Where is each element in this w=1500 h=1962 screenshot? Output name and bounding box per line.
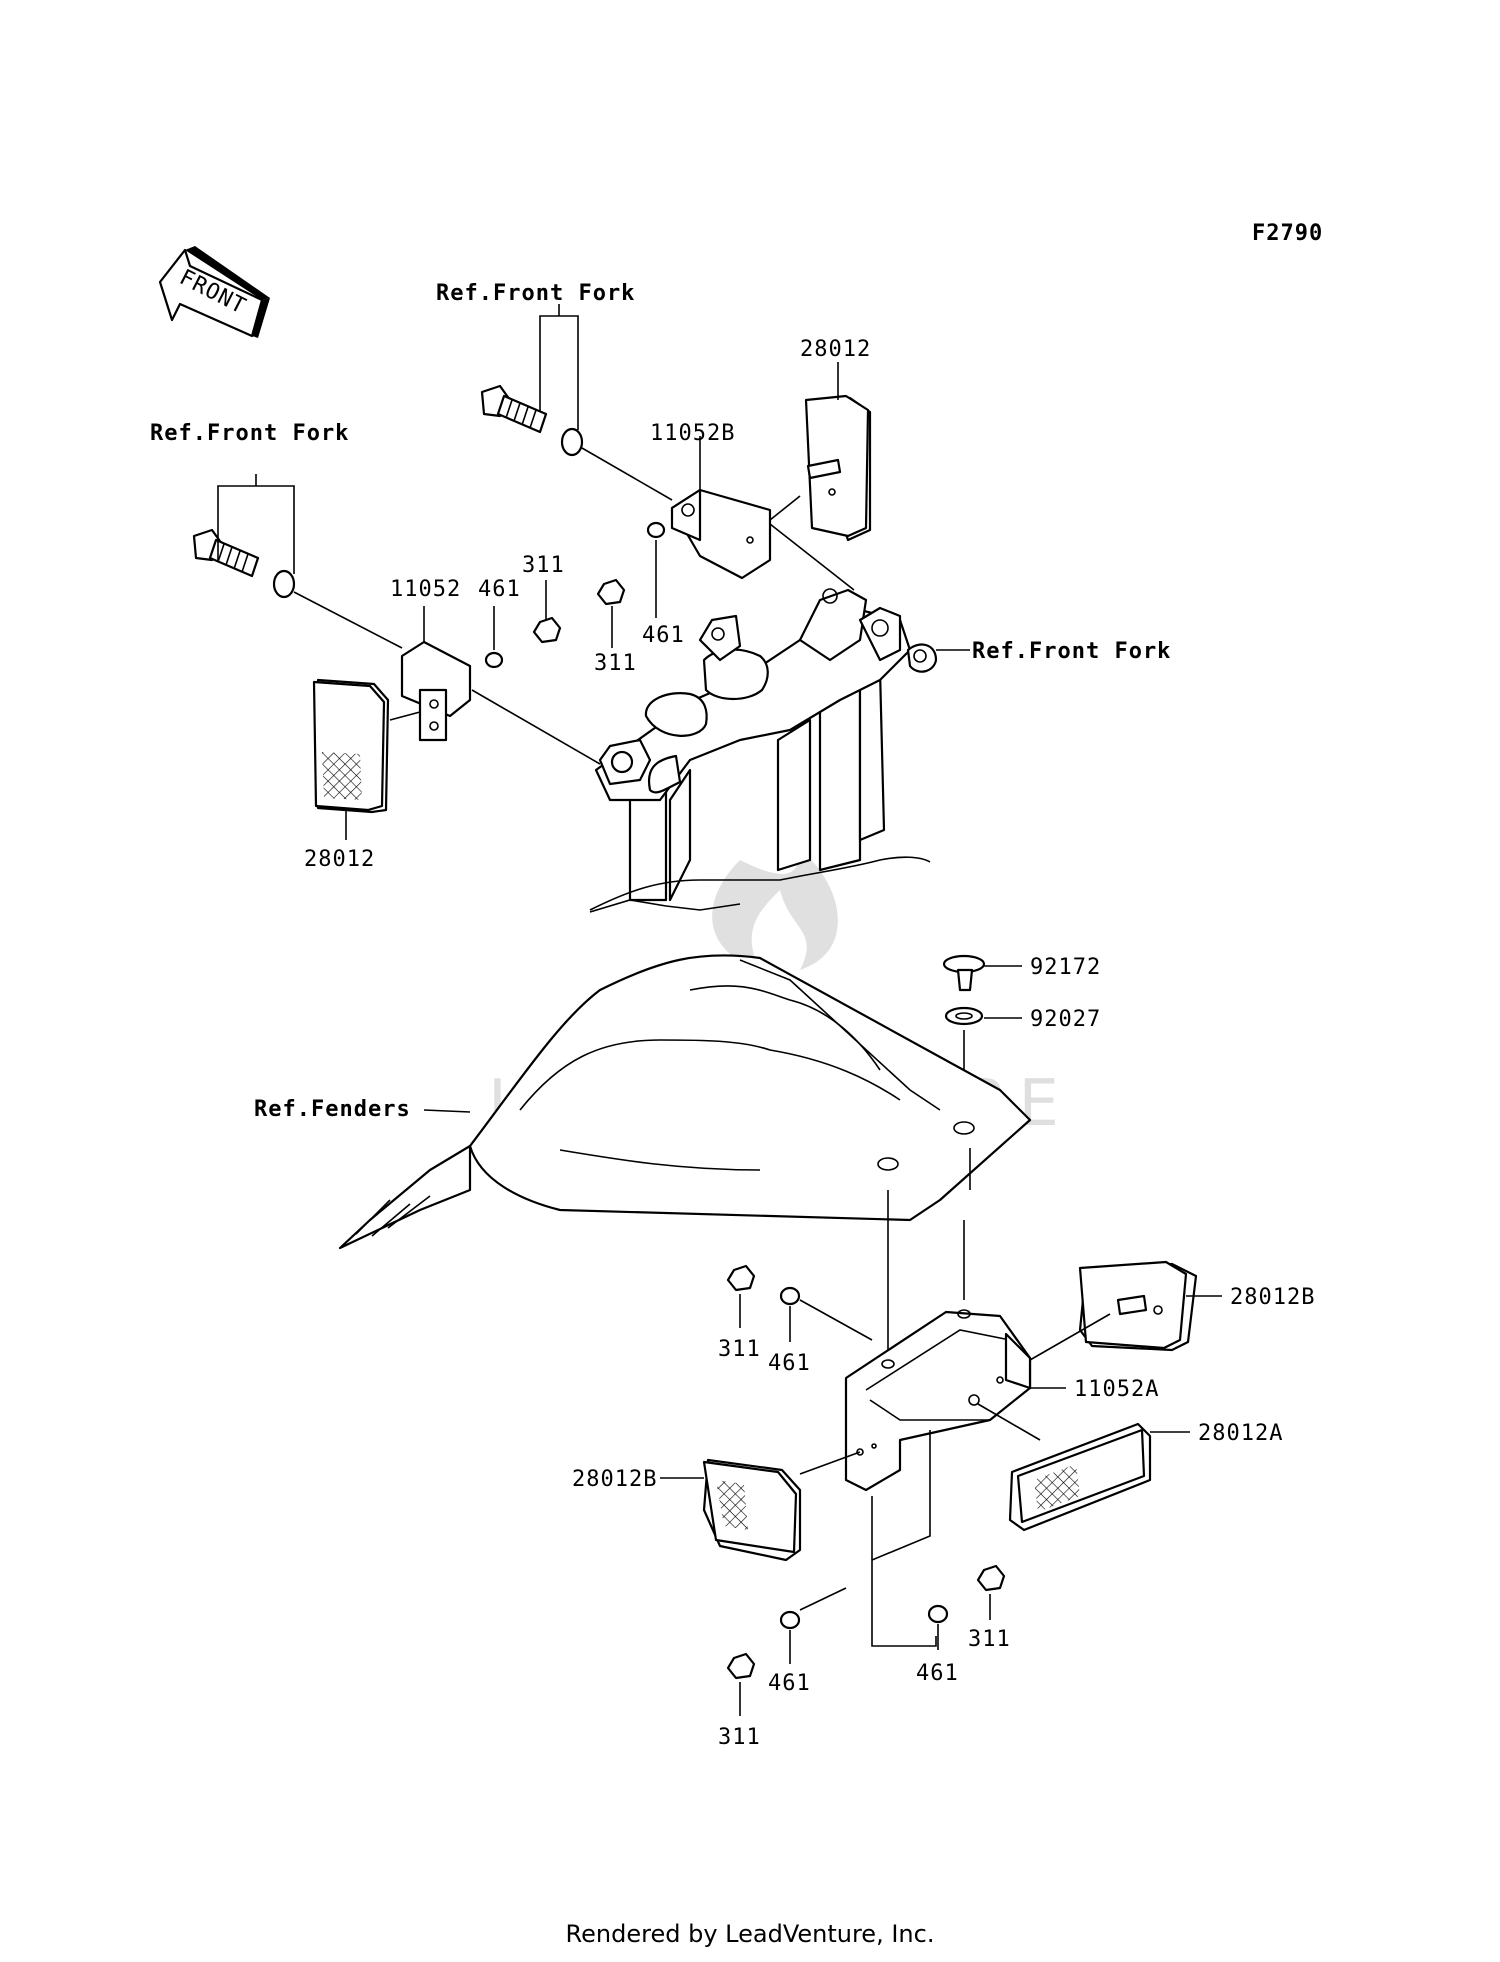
part-28012a-label: 28012A bbox=[1198, 1421, 1283, 1446]
bolt-top bbox=[480, 384, 548, 434]
part-28012-top-label: 28012 bbox=[800, 337, 871, 362]
ref-front-fork-top-label: Ref.Front Fork bbox=[436, 281, 635, 306]
footer-credit: Rendered by LeadVenture, Inc. bbox=[565, 1920, 935, 1948]
washer-left bbox=[272, 569, 296, 599]
part-461-a-label: 461 bbox=[478, 577, 521, 602]
part-461-c-label: 461 bbox=[768, 1351, 811, 1376]
part-311-e-label: 311 bbox=[718, 1725, 761, 1750]
nut-311-d bbox=[976, 1564, 1006, 1592]
washer-461-a bbox=[484, 651, 504, 669]
reflector-28012b-left bbox=[702, 1458, 802, 1562]
bolt-left bbox=[192, 528, 260, 578]
bracket-11052 bbox=[400, 640, 472, 742]
front-arrow-icon: FRONT bbox=[158, 246, 270, 338]
part-11052a-label: 11052A bbox=[1074, 1377, 1159, 1402]
part-311-b-label: 311 bbox=[594, 651, 637, 676]
diagram-code: F2790 bbox=[1252, 221, 1323, 246]
part-11052b-label: 11052B bbox=[650, 421, 735, 446]
ref-front-fork-right-label: Ref.Front Fork bbox=[972, 639, 1171, 664]
nut-311-b bbox=[596, 578, 626, 606]
nut-311-e bbox=[726, 1652, 756, 1680]
screw-92172 bbox=[942, 954, 986, 992]
part-92172-label: 92172 bbox=[1030, 955, 1101, 980]
part-461-b-label: 461 bbox=[642, 623, 685, 648]
ref-fenders-label: Ref.Fenders bbox=[254, 1097, 411, 1122]
washer-461-d bbox=[779, 1610, 801, 1630]
part-311-c-label: 311 bbox=[718, 1337, 761, 1362]
part-92027-label: 92027 bbox=[1030, 1007, 1101, 1032]
part-461-e-label: 461 bbox=[916, 1661, 959, 1686]
fork-top-clamp bbox=[589, 588, 938, 913]
bracket-11052b bbox=[670, 488, 772, 580]
part-311-a-label: 311 bbox=[522, 553, 565, 578]
washer-461-b bbox=[646, 521, 666, 539]
reflector-28012b-right bbox=[1078, 1260, 1198, 1352]
washer-92027 bbox=[944, 1006, 984, 1026]
front-fender bbox=[338, 954, 1032, 1250]
reflector-28012-top bbox=[804, 394, 872, 542]
reflector-28012a bbox=[1008, 1422, 1152, 1532]
bracket-11052a bbox=[844, 1309, 1032, 1492]
part-11052-label: 11052 bbox=[390, 577, 461, 602]
part-311-d-label: 311 bbox=[968, 1627, 1011, 1652]
ref-front-fork-left-label: Ref.Front Fork bbox=[150, 421, 349, 446]
part-28012b-right-label: 28012B bbox=[1230, 1285, 1315, 1310]
washer-461-e bbox=[927, 1604, 949, 1624]
part-461-d-label: 461 bbox=[768, 1671, 811, 1696]
part-28012b-left-label: 28012B bbox=[572, 1467, 657, 1492]
nut-311-a bbox=[532, 616, 562, 644]
washer-top bbox=[560, 427, 584, 457]
washer-461-c bbox=[779, 1286, 801, 1306]
part-28012-left-label: 28012 bbox=[304, 847, 375, 872]
nut-311-c bbox=[726, 1264, 756, 1292]
reflector-28012-left bbox=[312, 678, 390, 814]
